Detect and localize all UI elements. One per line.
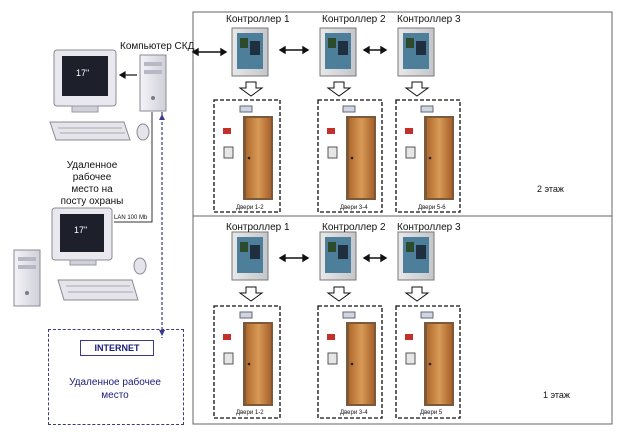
arrow-ctrl-1-2-bottom	[278, 253, 310, 263]
door-bottom-1	[223, 311, 273, 406]
door-bottom-3	[405, 311, 454, 406]
doors-bottom-3-label: Двери 5	[420, 410, 443, 416]
controller-top-1-label: Контроллер 1	[226, 14, 290, 25]
controller-top-3-label: Контроллер 3	[397, 14, 461, 25]
controller-box-top-2	[319, 27, 357, 77]
doors-top-2-label: Двери 3-4	[340, 205, 368, 211]
down-arrow-top-3	[404, 81, 430, 97]
security-workplace-line-3: место на	[71, 184, 113, 195]
arrow-ctrl-2-3-bottom	[362, 253, 388, 263]
door-bottom-2	[327, 311, 376, 406]
controller-box-bottom-1	[231, 231, 269, 281]
internet-remote-box	[48, 329, 184, 425]
security-workplace-line-1: Удаленное	[66, 160, 118, 171]
controller-bottom-3-label: Контроллер 3	[397, 222, 461, 233]
keyboard-top	[49, 121, 131, 141]
arrow-ctrl-2-3-top	[362, 45, 388, 55]
door-group-bottom-2	[317, 305, 383, 419]
lan-line	[114, 112, 153, 223]
monitor-bottom	[51, 207, 113, 266]
monitor-top-size: 17"	[76, 68, 90, 78]
door-top-1	[223, 105, 273, 200]
mouse-top	[136, 123, 150, 141]
arrow-skd-to-ctrl	[191, 47, 228, 57]
door-top-2	[327, 105, 376, 200]
security-workplace-line-2: рабочее	[72, 172, 112, 183]
arrow-tower-to-monitor	[118, 70, 137, 80]
controller-top-2-label: Контроллер 2	[322, 14, 386, 25]
keyboard-bottom	[57, 279, 139, 301]
down-arrow-bottom-1	[238, 286, 264, 302]
internet-link-arrow-down	[159, 330, 165, 336]
down-arrow-bottom-3	[404, 286, 430, 302]
doors-bottom-2-label: Двери 3-4	[340, 410, 368, 416]
controller-box-top-3	[397, 27, 435, 77]
doors-top-3-label: Двери 5-6	[418, 205, 446, 211]
door-group-bottom-3	[395, 305, 461, 419]
controller-box-bottom-3	[397, 231, 435, 281]
security-workplace-label: Удаленное рабочее место на посту охраны	[46, 160, 138, 208]
skd-computer-label: Компьютер СКД	[120, 41, 195, 52]
tower-bottom	[13, 249, 41, 307]
controller-bottom-2-label: Контроллер 2	[322, 222, 386, 233]
arrow-ctrl-1-2-top	[278, 45, 310, 55]
security-workplace-line-4: посту охраны	[60, 196, 124, 207]
monitor-bottom-size: 17"	[74, 225, 88, 235]
mouse-bottom	[133, 257, 147, 275]
down-arrow-top-2	[326, 81, 352, 97]
door-top-3	[405, 105, 454, 200]
lan-label: LAN 100 Mb	[114, 215, 148, 221]
monitor-top	[53, 49, 117, 113]
doors-top-1-label: Двери 1-2	[236, 205, 264, 211]
floor-2-label: 2 этаж	[537, 184, 564, 194]
door-group-top-2	[317, 99, 383, 213]
down-arrow-top-1	[238, 81, 264, 97]
doors-bottom-1-label: Двери 1-2	[236, 410, 264, 416]
remote-workplace-label: Удаленное рабочее место	[54, 376, 176, 402]
down-arrow-bottom-2	[326, 286, 352, 302]
door-group-bottom-1	[213, 305, 281, 419]
floor-1-label: 1 этаж	[543, 390, 570, 400]
floor-1-frame	[192, 215, 613, 425]
remote-workplace-line-2: место	[101, 390, 129, 401]
controller-box-bottom-2	[319, 231, 357, 281]
door-group-top-1	[213, 99, 281, 213]
internet-label: INTERNET	[80, 340, 154, 356]
door-group-top-3	[395, 99, 461, 213]
tower-top	[139, 54, 167, 112]
internet-link-arrow-up	[159, 114, 165, 120]
controller-bottom-1-label: Контроллер 1	[226, 222, 290, 233]
remote-workplace-line-1: Удаленное рабочее	[69, 377, 161, 388]
controller-box-top-1	[231, 27, 269, 77]
